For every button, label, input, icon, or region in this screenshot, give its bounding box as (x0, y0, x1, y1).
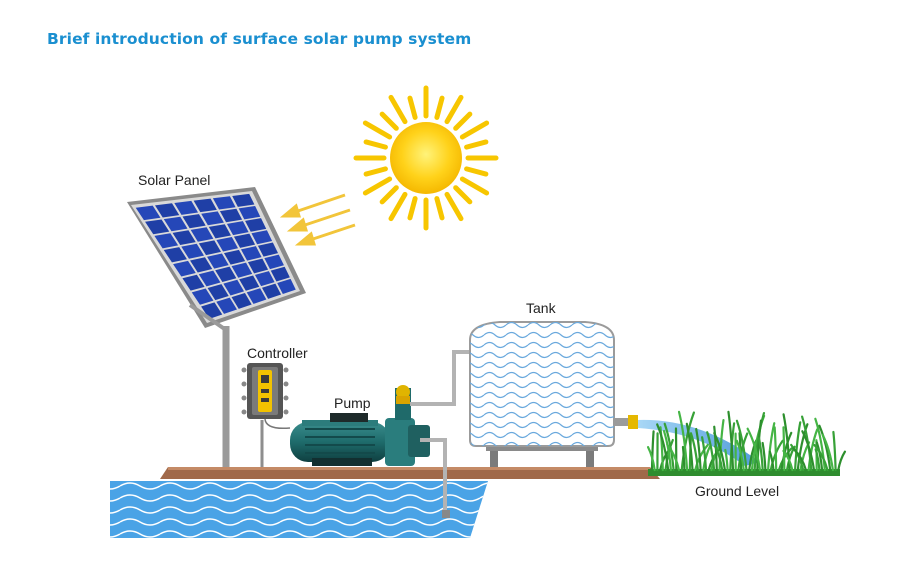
pump-label: Pump (334, 395, 371, 411)
sun-icon (353, 85, 499, 231)
water-well (110, 481, 488, 538)
tank-label: Tank (526, 300, 557, 316)
water-stream (638, 419, 760, 466)
controller-label: Controller (247, 345, 308, 361)
ground-level-label: Ground Level (695, 483, 779, 499)
solar-panel (127, 187, 306, 470)
pump (290, 385, 430, 466)
grass (646, 410, 847, 476)
sunlight-arrows (279, 193, 356, 246)
controller (241, 363, 291, 468)
solar-panel-label: Solar Panel (138, 172, 210, 188)
pipes (410, 350, 470, 512)
page-title: Brief introduction of surface solar pump… (47, 30, 472, 48)
water-tank (469, 321, 638, 467)
